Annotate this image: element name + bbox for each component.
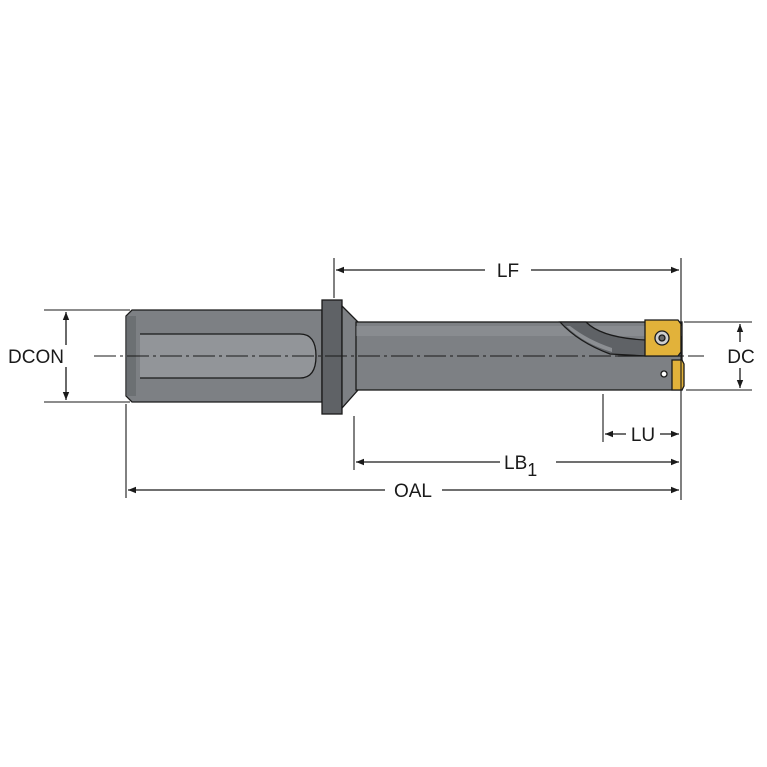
flange-collar: [321, 299, 343, 415]
insert-screw-socket: [658, 334, 666, 342]
flange: [321, 299, 359, 415]
oal-label: OAL: [394, 481, 432, 502]
dimension-lu: LU: [605, 425, 679, 446]
shank-flat-outline: [140, 333, 317, 379]
dimension-oal: OAL: [128, 481, 679, 502]
coolant-hole: [660, 370, 668, 378]
dimension-lb1: LB1: [356, 453, 679, 480]
dcon-label: DCON: [8, 347, 64, 368]
dimension-dcon: DCON: [8, 312, 70, 400]
dimension-lf: LF: [336, 261, 679, 282]
lu-label: LU: [631, 425, 655, 446]
lb1-label-subscript: 1: [527, 460, 537, 480]
drill-tool: [94, 299, 704, 415]
flute-highlight: [566, 326, 612, 352]
dimension-dc: DC: [727, 324, 755, 388]
extension-lines: [44, 258, 752, 500]
lf-label: LF: [497, 261, 519, 282]
insert-bottom: [671, 359, 685, 391]
lb1-label: LB1: [504, 453, 537, 480]
drill-body-highlight: [356, 326, 682, 336]
dc-label: DC: [727, 347, 754, 368]
lb1-label-main: LB: [504, 453, 527, 474]
